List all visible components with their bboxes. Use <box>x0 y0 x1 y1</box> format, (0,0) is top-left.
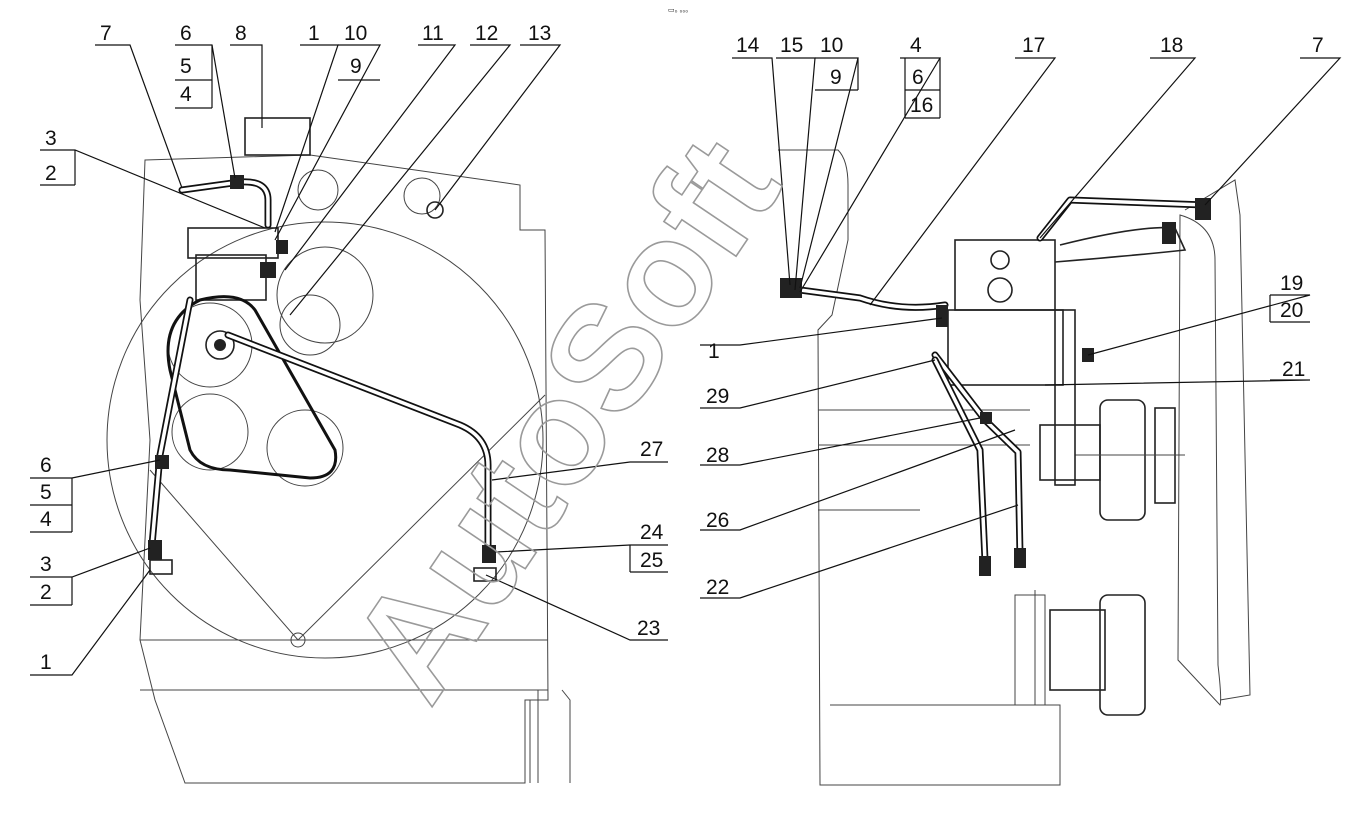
left-view: 7 6 5 4 8 1 10 9 11 12 13 3 2 6 5 4 3 2 … <box>30 22 668 784</box>
right-callout-leaders <box>700 57 1342 599</box>
fitting <box>276 240 288 254</box>
callout-label: 11 <box>422 22 444 45</box>
callout-label: 10 <box>344 22 367 45</box>
callout-label: 25 <box>640 549 663 572</box>
callout-label: 23 <box>637 617 660 640</box>
pulley-hub <box>1049 609 1106 691</box>
compressor-body <box>195 254 267 301</box>
fitting <box>473 567 497 582</box>
left-callout-labels: 7 6 5 4 8 1 10 9 11 12 13 3 2 6 5 4 3 2 … <box>40 22 664 674</box>
callout-label: 19 <box>1280 272 1303 295</box>
callout-label: 5 <box>40 481 52 504</box>
watermark-text: AutoSoft <box>317 109 810 728</box>
callout-label: 1 <box>708 340 720 363</box>
callout-label: 9 <box>830 66 842 89</box>
pivot-circle <box>290 632 306 648</box>
block-lines <box>818 409 1030 511</box>
flywheel-circle <box>106 221 544 659</box>
gear-circle <box>266 409 344 487</box>
compressor-body <box>947 309 1064 386</box>
fitting <box>426 201 444 219</box>
callout-label: 6 <box>180 22 192 45</box>
port <box>987 277 1013 303</box>
fitting <box>936 305 948 327</box>
pulley <box>1099 594 1146 716</box>
callout-label: 20 <box>1280 299 1303 322</box>
callout-label: 7 <box>1312 34 1324 57</box>
callout-label: 6 <box>40 454 52 477</box>
compressor-head <box>187 227 279 259</box>
pulley <box>1099 399 1146 521</box>
pulley-hub <box>205 330 235 360</box>
pulley-center <box>214 339 226 351</box>
fitting <box>1014 548 1026 568</box>
callout-label: 1 <box>40 651 52 674</box>
side-rails <box>529 689 571 783</box>
bracket <box>1054 309 1076 486</box>
callout-label: 9 <box>350 55 362 78</box>
callout-label: 12 <box>475 22 498 45</box>
gear-circle <box>276 246 374 344</box>
fitting <box>482 545 496 563</box>
callout-label: 6 <box>912 66 924 89</box>
callout-label: 10 <box>820 34 843 57</box>
callout-label: 3 <box>45 127 57 150</box>
left-callout-leaders <box>30 44 668 676</box>
callout-label: 4 <box>180 83 192 106</box>
callout-label: 2 <box>40 581 52 604</box>
construction-lines <box>149 394 546 641</box>
radiator-hose <box>1054 226 1187 263</box>
callout-label: 28 <box>706 444 729 467</box>
gear-circle <box>297 169 339 211</box>
gear-circle <box>171 393 249 471</box>
callout-label: 27 <box>640 438 663 461</box>
callout-label: 22 <box>706 576 729 599</box>
engine-block-outline <box>139 154 549 784</box>
callout-label: 14 <box>736 34 760 57</box>
fitting <box>155 455 169 469</box>
fitting <box>979 556 991 576</box>
right-callout-labels: 14 15 10 9 4 6 16 17 18 7 1 19 20 29 21 … <box>706 34 1324 599</box>
header-mark: ▭₀ ₀₀₀ <box>668 7 688 14</box>
fitting <box>780 278 802 298</box>
callout-label: 3 <box>40 553 52 576</box>
callout-label: 29 <box>706 385 729 408</box>
gear-circle <box>403 177 441 215</box>
fitting <box>260 262 276 278</box>
callout-label: 4 <box>40 508 52 531</box>
fitting <box>1162 222 1176 244</box>
callout-label: 5 <box>180 55 192 78</box>
callout-label: 16 <box>910 94 933 117</box>
callout-label: 13 <box>528 22 551 45</box>
port <box>990 250 1010 270</box>
callout-label: 15 <box>780 34 803 57</box>
fan-shroud <box>1177 214 1222 706</box>
right-view: 14 15 10 9 4 6 16 17 18 7 1 19 20 29 21 … <box>700 34 1342 786</box>
fitting <box>149 559 173 575</box>
callout-label: 17 <box>1022 34 1045 57</box>
engine-block-outline <box>778 149 1061 786</box>
pulley-hub <box>1039 424 1101 481</box>
callout-label: 24 <box>640 521 664 544</box>
callout-label: 1 <box>308 22 320 45</box>
callout-label: 7 <box>100 22 112 45</box>
compressor-head <box>954 239 1056 311</box>
fitting <box>148 540 162 560</box>
filter-housing <box>244 117 311 156</box>
callout-label: 18 <box>1160 34 1183 57</box>
callout-label: 8 <box>235 22 247 45</box>
callout-label: 2 <box>45 162 57 185</box>
fitting <box>230 175 244 189</box>
gear-circle <box>279 294 341 356</box>
alternator <box>1014 594 1046 706</box>
drive-belt <box>166 295 338 480</box>
fitting <box>980 412 992 424</box>
callout-label: 26 <box>706 509 729 532</box>
callout-label: 21 <box>1282 358 1305 381</box>
callout-label: 4 <box>910 34 922 57</box>
